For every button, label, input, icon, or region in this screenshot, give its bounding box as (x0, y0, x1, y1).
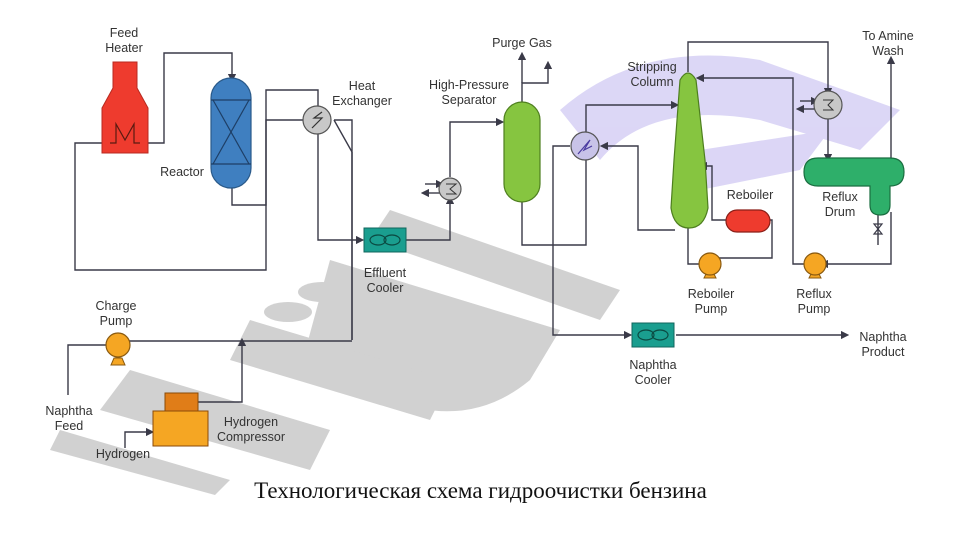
effluent-cooler-body (363, 227, 407, 253)
stripping-column-vessel (670, 72, 709, 229)
line-to-naphtha-cooler (552, 145, 633, 340)
label-charge-pump-2: Pump (100, 314, 133, 328)
label-feed-heater-2: Heater (105, 41, 143, 55)
hydrogen-compressor[interactable] (152, 392, 209, 447)
charge-pump[interactable] (105, 332, 131, 366)
line-exchanger-to-heater (74, 119, 316, 271)
line-reflux-return (695, 73, 806, 265)
watermark-dot-1 (298, 282, 346, 302)
label-hydrogen-compressor-2: Compressor (217, 430, 285, 444)
heat-exchanger[interactable] (302, 105, 332, 135)
label-naphtha-product-1: Naphtha (859, 330, 906, 344)
effluent-cooler[interactable] (363, 227, 407, 253)
process-lines (67, 41, 896, 448)
label-effluent-cooler-1: Effluent (364, 266, 407, 280)
label-reflux-drum-1: Reflux (822, 190, 858, 204)
line-drum-to-reflux-pump (819, 212, 892, 269)
hp-separator[interactable] (503, 101, 541, 203)
trim-cooler[interactable] (438, 177, 462, 201)
compressor-motor (164, 392, 199, 414)
label-hydrogen: Hydrogen (96, 447, 150, 461)
compressor-body (152, 410, 209, 447)
line-purge-branch (521, 60, 553, 102)
reboiler-vessel (725, 209, 771, 233)
heat-exchanger-icon (302, 105, 332, 135)
label-hydrogen-compressor-1: Hydrogen (224, 415, 278, 429)
feed-heater[interactable] (101, 61, 149, 154)
line-heater-to-reactor (140, 52, 237, 144)
watermark-gray-stroke-3 (230, 320, 450, 420)
watermark-gray-stroke-5 (50, 430, 230, 495)
naphtha-cooler[interactable] (631, 322, 675, 348)
label-naphtha-cooler-1: Naphtha (629, 358, 676, 372)
label-to-amine-wash-2: Wash (872, 44, 904, 58)
label-naphtha-feed-2: Feed (55, 419, 84, 433)
feed-heater-body (101, 61, 149, 154)
line-column-to-reboiler-pump (687, 225, 708, 269)
watermark-dot-2 (264, 302, 312, 322)
label-naphtha-product-2: Product (861, 345, 905, 359)
pump-icon (803, 252, 827, 276)
label-heat-exchanger-1: Heat (349, 79, 376, 93)
label-to-amine-wash-1: To Amine (862, 29, 913, 43)
line-reactor-to-exchanger (231, 89, 319, 206)
naphtha-cooler-body (631, 322, 675, 348)
label-charge-pump-1: Charge (96, 299, 137, 313)
label-effluent-cooler-2: Cooler (367, 281, 404, 295)
line-exchanger-in (333, 119, 353, 153)
feed-effluent-exchanger[interactable] (570, 131, 600, 161)
condenser[interactable] (813, 90, 843, 120)
reboiler-pump[interactable] (698, 252, 722, 279)
pump-icon (698, 252, 722, 276)
line-hydrogen-in (124, 427, 155, 448)
label-purge-gas: Purge Gas (492, 36, 552, 50)
pump-icon (105, 332, 131, 358)
label-naphtha-cooler-2: Cooler (635, 373, 672, 387)
label-stripping-column-2: Column (630, 75, 673, 89)
reboiler[interactable] (725, 209, 771, 233)
reflux-drum[interactable] (803, 157, 905, 216)
label-reflux-pump-1: Reflux (796, 287, 832, 301)
diagram-caption: Технологическая схема гидроочистки бензи… (254, 478, 707, 503)
label-reboiler-pump-2: Pump (695, 302, 728, 316)
label-hp-separator-2: Separator (442, 93, 497, 107)
line-exchanger-feed-side (334, 119, 353, 340)
stripping-column[interactable] (670, 72, 709, 229)
line-cooler-to-trimcooler (406, 195, 455, 241)
watermark (50, 55, 900, 495)
line-exchanger-to-cooler (317, 132, 365, 245)
line-column-overhead (687, 41, 833, 97)
fan-icon (369, 234, 387, 246)
watermark-gray-stroke-4 (100, 370, 330, 470)
label-naphtha-feed-1: Naphtha (45, 404, 92, 418)
label-heat-exchanger-2: Exchanger (332, 94, 392, 108)
watermark-purple-shape (560, 55, 900, 160)
label-reboiler: Reboiler (727, 188, 774, 202)
label-reflux-drum-2: Drum (825, 205, 856, 219)
line-to-separator (449, 117, 505, 177)
line-naphtha-feed (67, 340, 115, 395)
label-stripping-column-1: Stripping (627, 60, 676, 74)
fan-icon (637, 329, 655, 341)
line-column-bottom-to-exchanger (599, 141, 675, 231)
label-reflux-pump-2: Pump (798, 302, 831, 316)
line-hydrogen-to-charge (198, 337, 247, 403)
label-hp-separator-1: High-Pressure (429, 78, 509, 92)
label-reboiler-pump-1: Reboiler (688, 287, 735, 301)
hp-separator-vessel (503, 101, 541, 203)
label-reactor: Reactor (160, 165, 204, 179)
valve-icon (872, 223, 884, 235)
reactor[interactable] (210, 77, 252, 189)
reflux-drum-vessel (803, 157, 905, 216)
line-separator-bottom (521, 158, 587, 246)
labels: Feed Heater Reactor Heat Exchanger Efflu… (45, 26, 913, 461)
reflux-pump[interactable] (803, 252, 827, 279)
heater-coil-icon (110, 121, 140, 144)
line-feed-to-column (585, 100, 680, 132)
watermark-purple-shape-2 (700, 130, 830, 190)
line-reboiler-return (698, 161, 726, 221)
watermark-gray-stroke-1 (370, 210, 620, 320)
label-feed-heater-1: Feed (110, 26, 139, 40)
